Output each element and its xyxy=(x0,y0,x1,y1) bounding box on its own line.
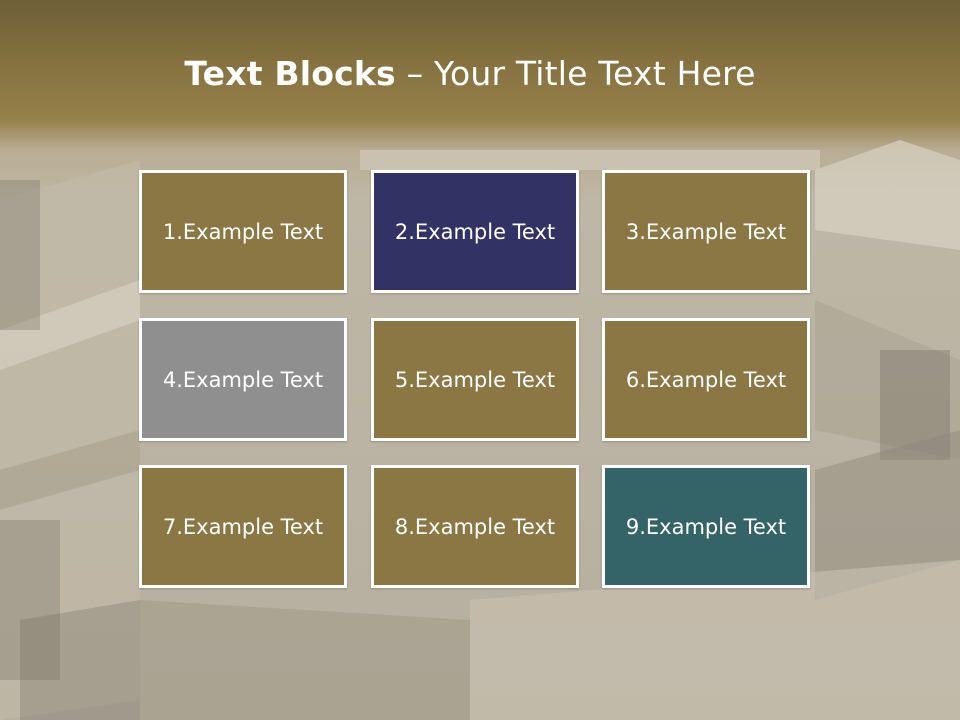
text-block-label: 3.Example Text xyxy=(625,219,787,244)
text-block-2[interactable]: 2.Example Text xyxy=(371,170,579,293)
text-block-label: 8.Example Text xyxy=(394,514,556,539)
text-block-label: 2.Example Text xyxy=(394,219,556,244)
text-block-1[interactable]: 1.Example Text xyxy=(139,170,347,293)
text-block-label: 4.Example Text xyxy=(162,367,324,392)
text-block-label: 7.Example Text xyxy=(162,514,324,539)
title-bold-part: Text Blocks xyxy=(184,54,396,93)
text-block-label: 6.Example Text xyxy=(625,367,787,392)
text-block-label: 1.Example Text xyxy=(162,219,324,244)
text-block-9[interactable]: 9.Example Text xyxy=(602,465,810,588)
text-block-label: 5.Example Text xyxy=(394,367,556,392)
text-block-6[interactable]: 6.Example Text xyxy=(602,318,810,441)
text-block-5[interactable]: 5.Example Text xyxy=(371,318,579,441)
title-dash: – xyxy=(395,54,434,93)
text-block-4[interactable]: 4.Example Text xyxy=(139,318,347,441)
title-rest: Your Title Text Here xyxy=(433,54,756,93)
text-block-8[interactable]: 8.Example Text xyxy=(371,465,579,588)
slide-title: Text Blocks – Your Title Text Here xyxy=(0,54,940,93)
text-block-grid: 1.Example Text 2.Example Text 3.Example … xyxy=(139,170,815,594)
text-block-7[interactable]: 7.Example Text xyxy=(139,465,347,588)
text-block-label: 9.Example Text xyxy=(625,514,787,539)
text-block-3[interactable]: 3.Example Text xyxy=(602,170,810,293)
